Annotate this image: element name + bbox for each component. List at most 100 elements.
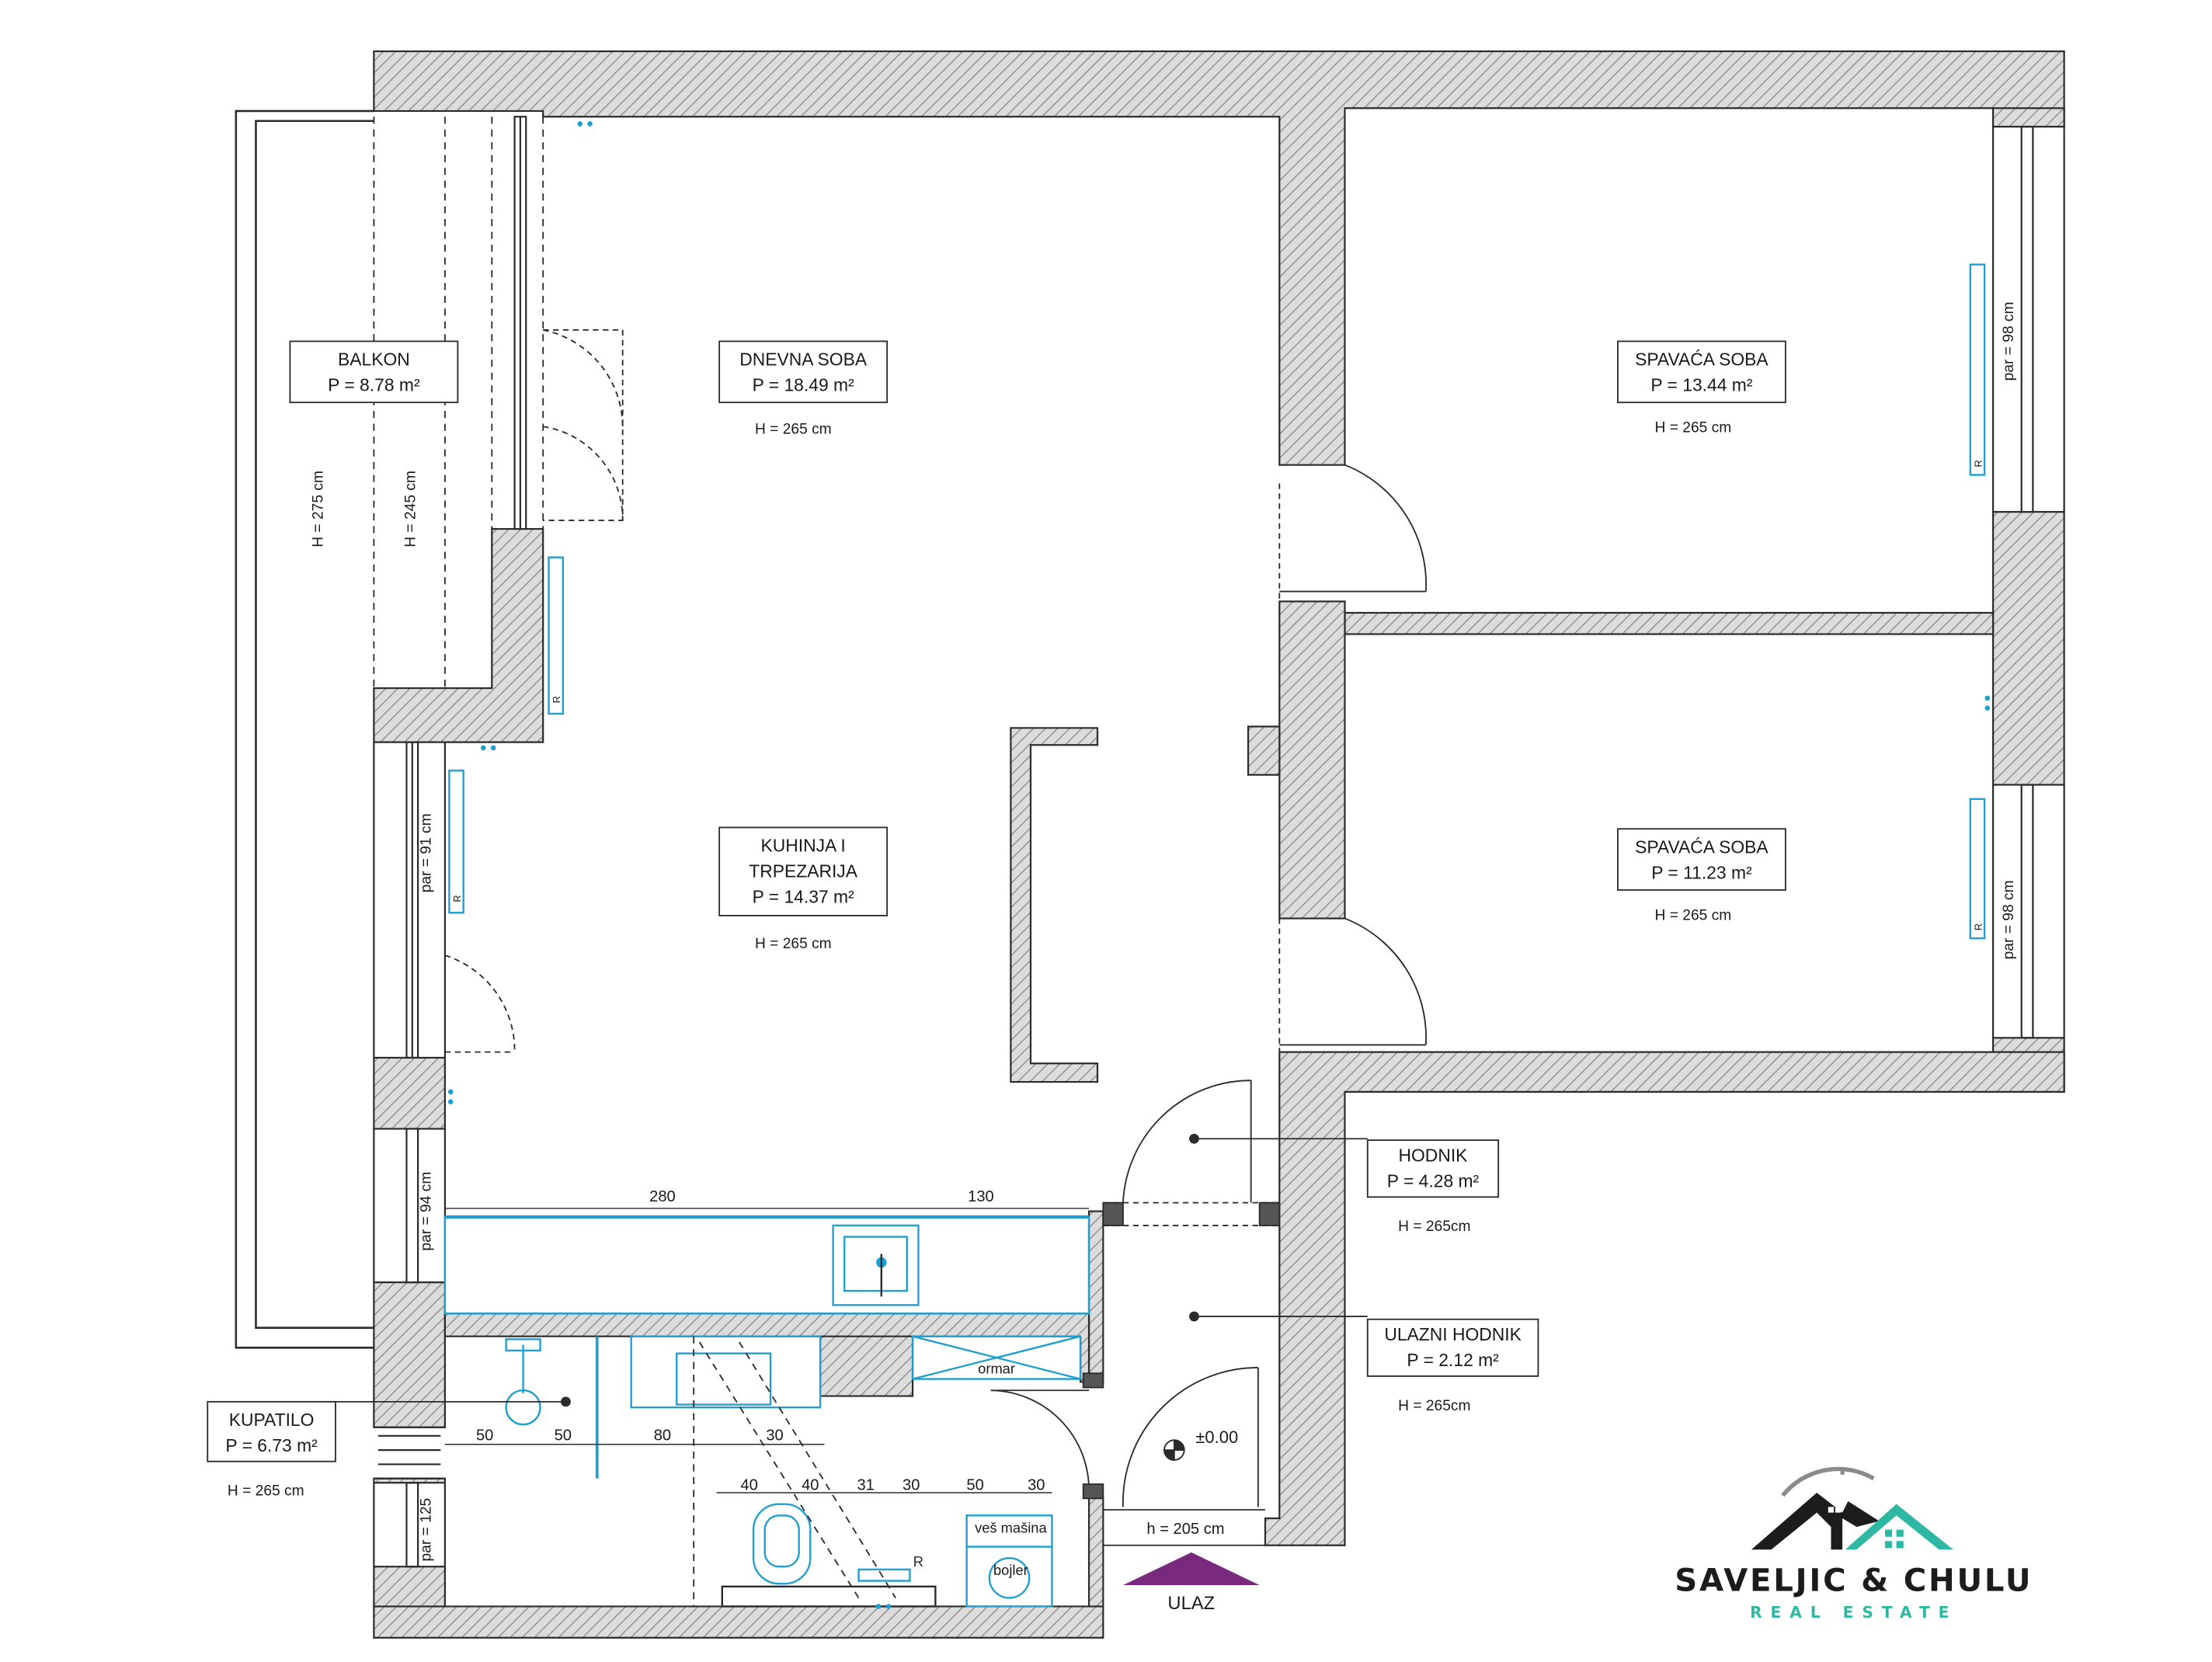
bedroom1-door bbox=[1344, 464, 1428, 592]
spavaca2-area: P = 11.23 m² bbox=[1651, 862, 1752, 882]
balcony-door bbox=[543, 329, 624, 521]
shower-drain bbox=[505, 1389, 541, 1426]
dim-par98-top: par = 98 cm bbox=[2001, 301, 2017, 381]
dim-par91: par = 91 cm bbox=[419, 813, 435, 892]
dim-bath-r2-2: 31 bbox=[857, 1476, 874, 1493]
dim-par94: par = 94 cm bbox=[419, 1172, 435, 1251]
spavaca1-area: P = 13.44 m² bbox=[1650, 375, 1752, 395]
ves-masina-label: veš mašina bbox=[975, 1519, 1047, 1535]
brand-name: SAVELJIC & CHULU bbox=[1675, 1563, 2033, 1598]
dim-kitchen-130: 130 bbox=[968, 1188, 994, 1205]
entrance-label: ULAZ bbox=[1167, 1593, 1215, 1614]
doors bbox=[444, 329, 1428, 1546]
chimney bbox=[1010, 727, 1099, 1083]
hodnik-area: P = 4.28 m² bbox=[1387, 1170, 1480, 1191]
house-icon bbox=[1751, 1466, 1953, 1550]
bedroom2-door bbox=[1344, 917, 1428, 1045]
balcony bbox=[235, 110, 374, 1349]
right-windows bbox=[1992, 125, 2065, 1039]
dnevna-height: H = 265 cm bbox=[755, 421, 832, 437]
ulazni-height: H = 265cm bbox=[1398, 1398, 1470, 1414]
ulazni-area: P = 2.12 m² bbox=[1407, 1350, 1499, 1370]
dim-balkon-245: H = 245 cm bbox=[402, 471, 419, 548]
wall-bathroom-right bbox=[1087, 1494, 1104, 1608]
pointer-lines bbox=[335, 1133, 1368, 1461]
wc bbox=[752, 1503, 812, 1585]
wall-right-mid bbox=[1992, 510, 2065, 786]
wall-central-mid bbox=[1278, 600, 1346, 920]
dim-door-h205: h = 205 cm bbox=[1146, 1521, 1224, 1538]
spavaca1-height: H = 265 cm bbox=[1655, 420, 1732, 436]
dim-bath-r1-2: 80 bbox=[654, 1427, 671, 1444]
spavaca2-name: SPAVAĆA SOBA bbox=[1635, 836, 1769, 857]
dim-bath-r2-1: 40 bbox=[802, 1476, 819, 1493]
wall-bathroom-bottom bbox=[373, 1605, 1104, 1639]
dim-bath-r2-0: 40 bbox=[740, 1476, 757, 1493]
radiator-bed2 bbox=[1969, 798, 1986, 940]
dim-par98-bottom: par = 98 cm bbox=[2001, 880, 2017, 959]
dim-bath-r1-1: 50 bbox=[555, 1427, 572, 1444]
dnevna-name: DNEVNA SOBA bbox=[739, 349, 868, 370]
balcony-door-frame bbox=[513, 116, 527, 530]
radiator-r-living: R bbox=[551, 696, 562, 703]
kuhinja-area: P = 14.37 m² bbox=[753, 886, 854, 906]
brand-logo: SAVELJIC & CHULU REAL ESTATE bbox=[1675, 1466, 2033, 1622]
hallway-door bbox=[1122, 1080, 1251, 1203]
bath-dashes bbox=[693, 1336, 896, 1607]
left-windows bbox=[373, 741, 446, 1568]
level-mark: ±0.00 bbox=[1195, 1427, 1238, 1447]
hodnik-name: HODNIK bbox=[1399, 1146, 1468, 1166]
dim-bath-r2-3: 30 bbox=[903, 1476, 920, 1493]
ormar-label: ormar bbox=[978, 1360, 1015, 1376]
dim-bath-r1-3: 30 bbox=[766, 1427, 783, 1444]
kupatilo-height: H = 265 cm bbox=[228, 1483, 304, 1500]
kupatilo-area: P = 6.73 m² bbox=[225, 1435, 318, 1455]
radiator-kitchen bbox=[448, 770, 464, 914]
bath-vanity bbox=[630, 1335, 822, 1409]
kitchen-counter bbox=[443, 1215, 1090, 1315]
entrance-arrow bbox=[1122, 1552, 1260, 1585]
radiator-living bbox=[548, 556, 565, 715]
radiator-r-bed1: R bbox=[1972, 460, 1984, 467]
bathroom-door bbox=[990, 1389, 1090, 1490]
dim-bath-r2-5: 30 bbox=[1028, 1476, 1045, 1493]
ormar-cabinet bbox=[911, 1335, 1082, 1380]
wall-top bbox=[373, 50, 2065, 466]
wall-bedroom-divider bbox=[1344, 611, 1995, 635]
wall-bathroom-right-top bbox=[1087, 1210, 1104, 1383]
radiator-r-kitchen: R bbox=[451, 895, 463, 902]
label-boxes bbox=[207, 340, 1786, 1462]
balkon-name: BALKON bbox=[338, 349, 410, 370]
kuhinja-name2: TRPEZARIJA bbox=[749, 861, 857, 881]
bath-dimension-lines bbox=[444, 1208, 1090, 1493]
hodnik-height: H = 265cm bbox=[1398, 1219, 1470, 1235]
wall-kitchen-bath bbox=[443, 1313, 1090, 1397]
kuhinja-name1: KUHINJA I bbox=[761, 836, 846, 856]
dim-balkon-275: H = 275 cm bbox=[310, 471, 326, 548]
kuhinja-height: H = 265 cm bbox=[755, 936, 832, 952]
walls bbox=[373, 50, 2065, 1639]
wall-bottom-right bbox=[1264, 1051, 2065, 1546]
wall-right-top bbox=[1992, 107, 2065, 128]
radiator-r-bath: R bbox=[913, 1553, 923, 1570]
radiator-bed1 bbox=[1969, 263, 1986, 476]
bojler-label: bojler bbox=[993, 1562, 1028, 1578]
ulazni-name: ULAZNI HODNIK bbox=[1384, 1324, 1522, 1344]
spavaca2-height: H = 265 cm bbox=[1655, 907, 1732, 923]
brand-tagline: REAL ESTATE bbox=[1750, 1603, 1957, 1622]
spavaca1-name: SPAVAĆA SOBA bbox=[1635, 349, 1769, 370]
wall-left-bathroom bbox=[373, 1281, 446, 1428]
kupatilo-name: KUPATILO bbox=[229, 1410, 315, 1430]
radiator-r-bed2: R bbox=[1972, 923, 1984, 930]
dim-bath-r1-0: 50 bbox=[476, 1427, 493, 1444]
wall-central-pillar bbox=[1247, 725, 1281, 776]
washing-machine bbox=[965, 1514, 1053, 1608]
socket-marks bbox=[447, 121, 1991, 1609]
dim-bath-r2-4: 50 bbox=[966, 1476, 983, 1493]
balkon-area: P = 8.78 m² bbox=[328, 375, 420, 395]
kitchen-sink bbox=[832, 1224, 920, 1306]
wall-bathroom-left-bottom bbox=[373, 1566, 446, 1608]
fixtures bbox=[443, 263, 1986, 1608]
